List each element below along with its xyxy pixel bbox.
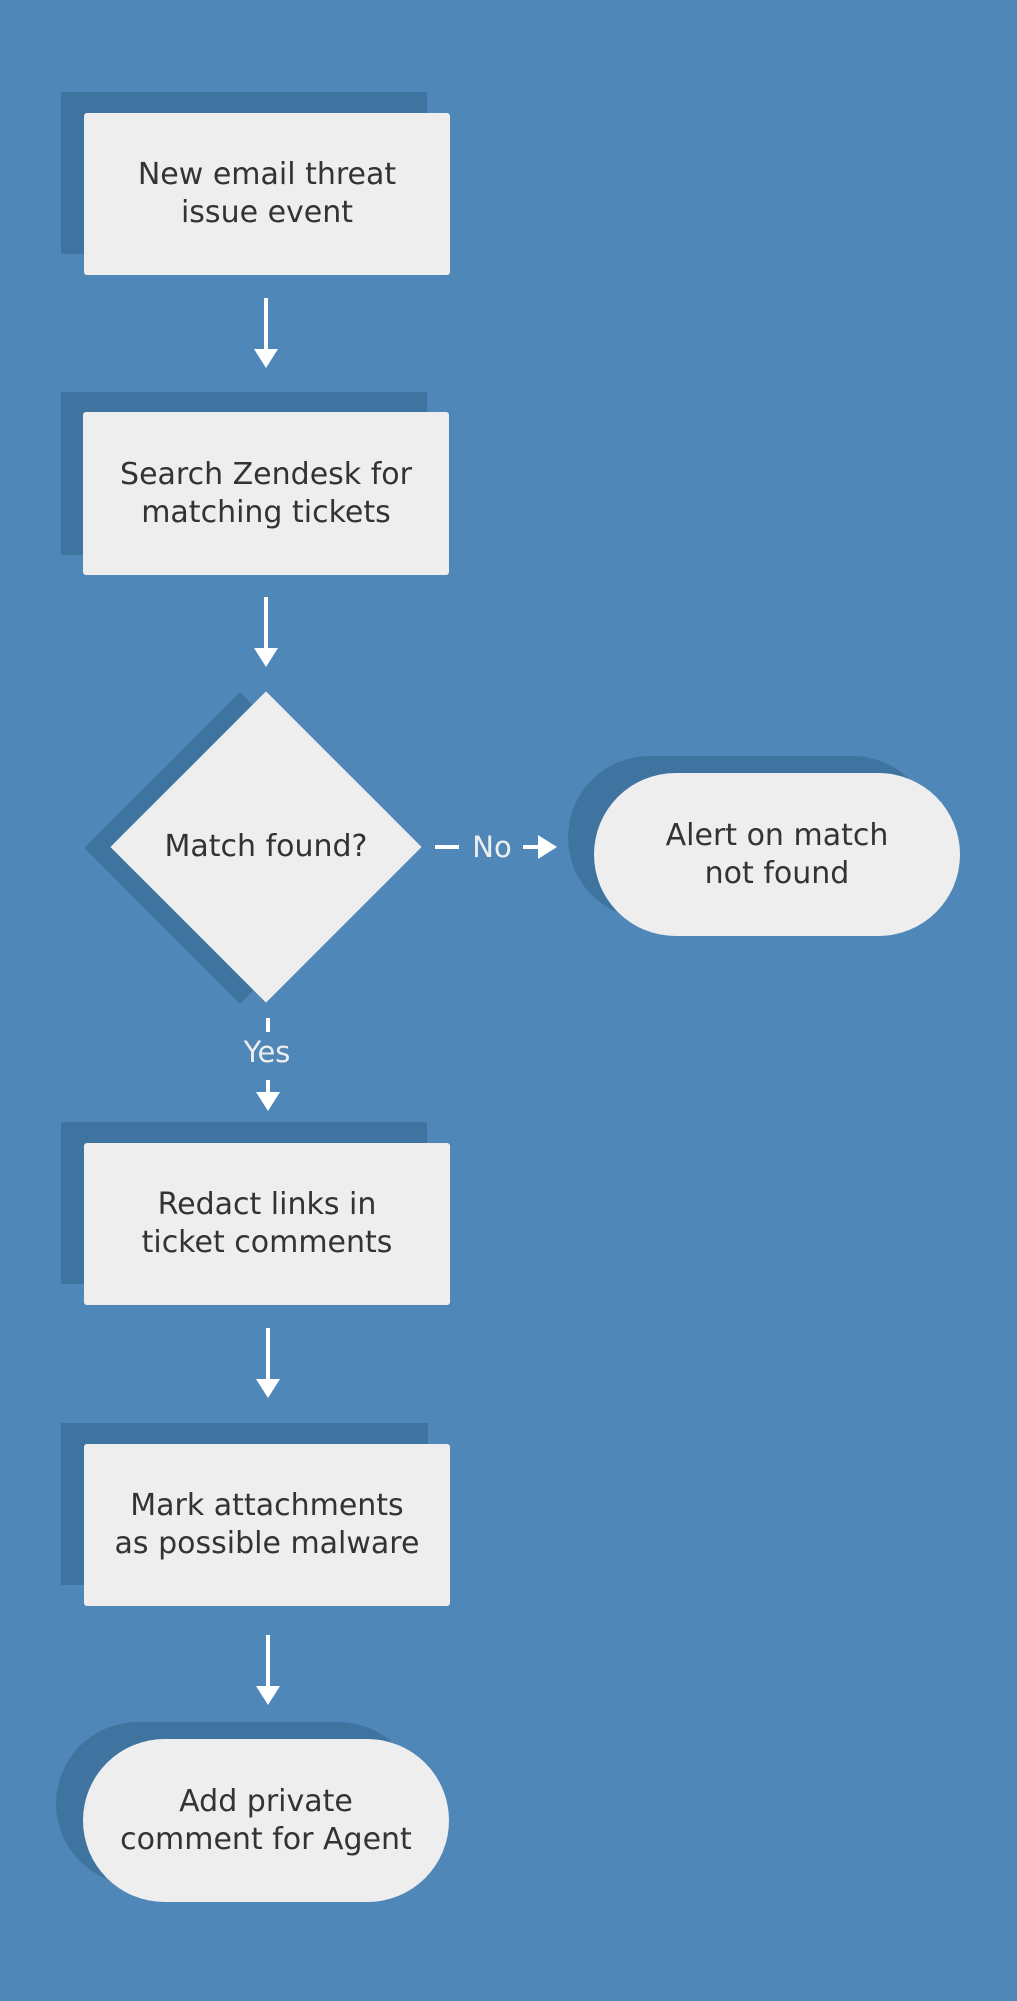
node-redact-links: Redact links in ticket comments — [84, 1143, 450, 1305]
connector-line — [264, 597, 268, 649]
arrowhead-right-icon — [538, 835, 557, 859]
node-label-line: Mark attachments — [130, 1488, 404, 1523]
connector-line — [266, 1328, 270, 1380]
edge-label-yes: Yes — [243, 1035, 291, 1069]
node-label-line: matching tickets — [141, 494, 391, 530]
connector-line — [266, 1635, 270, 1687]
edge-label-no: No — [472, 830, 512, 864]
node-label-line: comment for Agent — [120, 1821, 412, 1857]
node-label-line: as possible malware — [114, 1526, 420, 1561]
node-alert-not-found: Alert on match not found — [594, 773, 960, 936]
connector-line — [264, 298, 268, 350]
connector-dash — [435, 845, 459, 849]
node-label-line: not found — [704, 855, 850, 891]
decision-label: Match found? — [164, 829, 368, 864]
node-add-private-comment: Add private comment for Agent — [83, 1739, 449, 1902]
connector-line — [523, 845, 541, 849]
node-label-line: Search Zendesk for — [120, 456, 412, 492]
connector-dash — [266, 1018, 270, 1032]
node-label-line: New email threat — [137, 157, 397, 192]
arrowhead-down-icon — [256, 1092, 280, 1111]
arrowhead-down-icon — [254, 648, 278, 667]
node-search-zendesk: Search Zendesk for matching tickets — [83, 412, 449, 575]
node-label-line: Redact links in — [157, 1187, 377, 1222]
node-mark-attachments: Mark attachments as possible malware — [84, 1444, 450, 1606]
connector-line — [266, 1080, 270, 1094]
arrowhead-down-icon — [256, 1686, 280, 1705]
arrowhead-down-icon — [256, 1379, 280, 1398]
node-label-line: Add private — [179, 1783, 353, 1819]
node-new-email-threat: New email threat issue event — [84, 113, 450, 275]
node-label-line: Alert on match — [665, 817, 889, 853]
node-label-line: ticket comments — [141, 1225, 393, 1260]
node-label-line: issue event — [180, 195, 354, 230]
arrowhead-down-icon — [254, 349, 278, 368]
